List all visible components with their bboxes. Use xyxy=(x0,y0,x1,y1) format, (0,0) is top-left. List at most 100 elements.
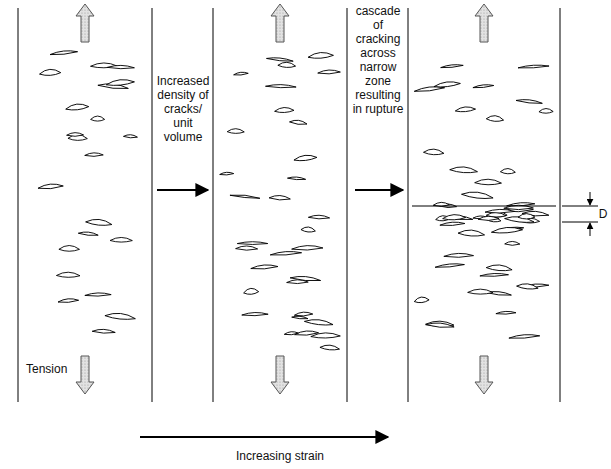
crack xyxy=(233,72,248,76)
crack xyxy=(442,214,465,220)
crack xyxy=(308,52,334,60)
crack xyxy=(426,322,455,328)
crack xyxy=(444,253,474,258)
tension-arrow xyxy=(76,4,94,42)
crack xyxy=(450,166,478,174)
tension-arrow xyxy=(475,4,493,42)
axis-label: Tension xyxy=(26,362,76,376)
crack xyxy=(274,107,294,113)
crack xyxy=(289,119,307,125)
crack xyxy=(486,115,504,122)
crack xyxy=(455,106,476,112)
crack xyxy=(294,154,318,162)
crack xyxy=(294,312,313,317)
tension-arrow xyxy=(271,356,289,394)
crack xyxy=(284,331,298,335)
crack xyxy=(230,194,260,199)
crack xyxy=(414,296,429,303)
crack xyxy=(38,183,64,190)
crack xyxy=(50,50,78,56)
crack xyxy=(220,172,234,176)
label-holder: Increased density of cracks/ unit volume xyxy=(154,74,212,144)
specimen-outline xyxy=(18,8,560,402)
label-holder: Tension xyxy=(26,362,76,376)
crack xyxy=(441,64,464,69)
crack xyxy=(516,283,538,290)
crack xyxy=(227,129,244,134)
crack xyxy=(107,65,134,69)
crack xyxy=(440,221,465,226)
process-arrows xyxy=(140,190,403,437)
crack xyxy=(56,272,80,277)
crack xyxy=(243,288,259,295)
crack xyxy=(486,264,512,272)
crack xyxy=(473,84,494,89)
rupture-line xyxy=(412,206,556,207)
crack xyxy=(270,251,302,256)
crack xyxy=(39,69,61,76)
crack xyxy=(269,195,291,201)
label-holder: Increasing strain xyxy=(215,449,345,463)
tension-arrow xyxy=(76,356,94,394)
crack xyxy=(458,229,485,237)
crack xyxy=(518,214,535,219)
crack xyxy=(67,133,84,137)
crack xyxy=(287,176,305,180)
crack xyxy=(110,237,132,242)
crack xyxy=(265,84,296,88)
crack xyxy=(423,149,444,156)
crack xyxy=(500,168,515,174)
tension-arrow xyxy=(475,356,493,394)
crack xyxy=(78,231,98,236)
crack xyxy=(496,311,516,315)
crack xyxy=(251,264,278,270)
crack xyxy=(320,344,340,350)
crack xyxy=(509,334,540,340)
crack xyxy=(518,64,549,68)
crack xyxy=(59,245,80,251)
crack xyxy=(58,298,79,303)
crack xyxy=(92,329,115,334)
crack xyxy=(292,245,323,251)
crack xyxy=(505,241,520,245)
label-holder: D xyxy=(597,207,609,221)
dimension-d xyxy=(562,192,598,236)
crack xyxy=(236,246,258,251)
crack xyxy=(318,70,341,75)
crack xyxy=(304,318,333,326)
crack xyxy=(266,57,293,62)
crack xyxy=(491,226,523,234)
crack xyxy=(308,215,329,219)
crack xyxy=(85,218,112,226)
crack xyxy=(468,289,493,294)
tension-arrow xyxy=(271,4,289,42)
crack-set xyxy=(38,50,556,351)
tension-arrows xyxy=(76,4,493,394)
crack xyxy=(480,273,509,277)
crack xyxy=(278,62,296,68)
crack xyxy=(301,226,316,232)
crack xyxy=(105,312,136,321)
process-note: Increased density of cracks/ unit volume xyxy=(154,74,212,144)
crack xyxy=(434,80,461,88)
process-note: cascade of cracking across narrow zone r… xyxy=(349,4,407,116)
crack xyxy=(242,312,268,316)
label-holder: cascade of cracking across narrow zone r… xyxy=(349,4,407,116)
crack xyxy=(85,153,104,157)
crack xyxy=(475,179,502,185)
crack xyxy=(516,98,543,104)
crack xyxy=(85,293,111,297)
crack xyxy=(485,209,515,213)
crack xyxy=(461,190,493,199)
crack xyxy=(539,108,553,113)
axis-label: Increasing strain xyxy=(215,449,345,463)
crack xyxy=(65,103,89,111)
crack xyxy=(123,134,137,138)
crack xyxy=(106,78,135,86)
dimension-label: D xyxy=(597,207,609,221)
crack xyxy=(290,275,321,282)
crack xyxy=(435,263,465,269)
crack xyxy=(237,242,268,245)
